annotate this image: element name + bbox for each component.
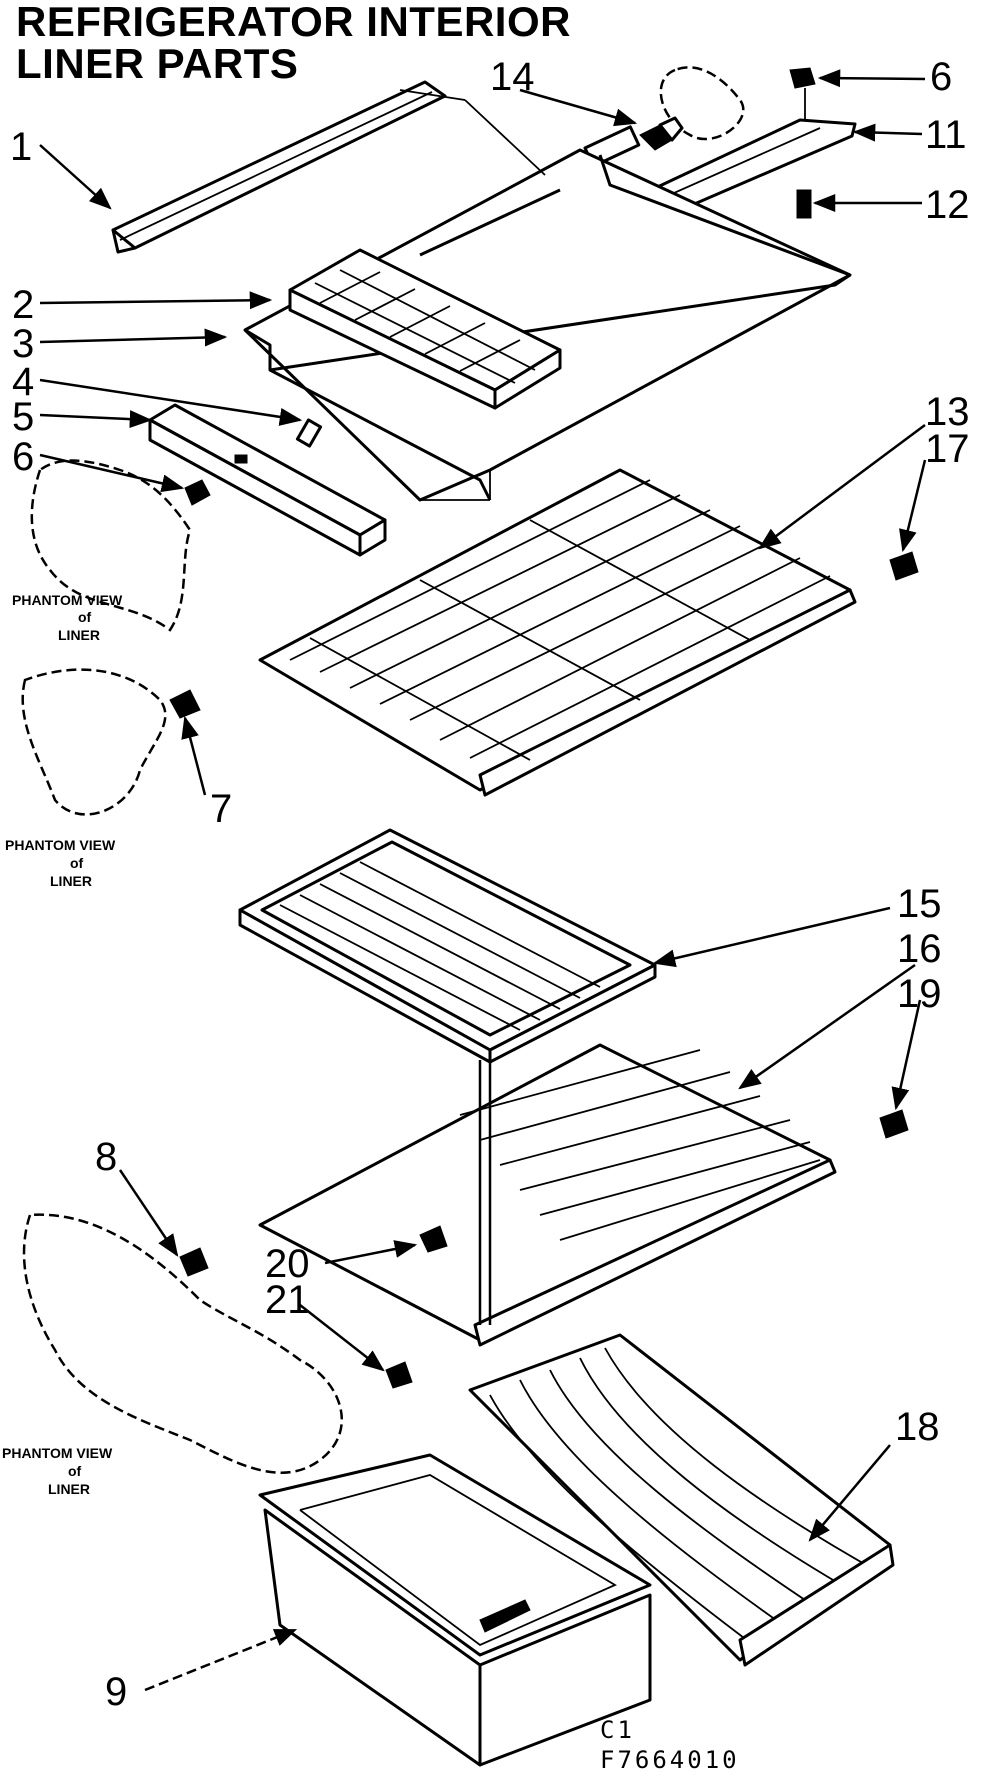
part-14-clip bbox=[639, 66, 745, 151]
phantom-liner-a bbox=[30, 459, 192, 632]
callout-17: 17 bbox=[925, 427, 970, 471]
part-12-screw bbox=[796, 189, 812, 219]
callout-6-left: 6 bbox=[12, 435, 34, 479]
part-6-clip-left bbox=[184, 479, 211, 506]
phantom-label-a-line1: PHANTOM VIEW bbox=[12, 592, 123, 608]
callout-labels: 1 2 3 4 5 6 7 8 9 14 6 11 12 13 17 15 16… bbox=[10, 55, 970, 1714]
phantom-label-b-line3: LINER bbox=[50, 873, 92, 889]
callout-20: 20 bbox=[265, 1242, 310, 1286]
callout-9: 9 bbox=[105, 1670, 127, 1714]
callout-12: 12 bbox=[925, 183, 970, 227]
callout-5: 5 bbox=[12, 395, 34, 439]
part-18-crisper-cover bbox=[468, 1333, 895, 1667]
part-19-clip bbox=[879, 1109, 909, 1139]
part-1-shelf-trim bbox=[111, 80, 447, 254]
callout-1: 1 bbox=[10, 125, 32, 169]
part-4-screw bbox=[295, 418, 323, 448]
diagram-title-line-1: REFRIGERATOR INTERIOR bbox=[16, 0, 571, 45]
part-5-shelf-support bbox=[148, 403, 387, 557]
callout-6-top: 6 bbox=[930, 55, 952, 99]
part-17-clip bbox=[889, 551, 919, 581]
drawing-reference: C1 F7664010 bbox=[600, 1716, 740, 1774]
part-15-glass-shelf bbox=[238, 828, 657, 1064]
part-20-clip bbox=[419, 1225, 448, 1253]
callout-4: 4 bbox=[12, 360, 34, 404]
part-8-clip bbox=[179, 1247, 209, 1277]
part-6-nut-top bbox=[789, 67, 816, 120]
callout-14: 14 bbox=[490, 55, 535, 99]
phantom-label-a-line2: of bbox=[78, 609, 92, 625]
phantom-liner-b bbox=[21, 668, 167, 816]
diagram-title-line-2: LINER PARTS bbox=[16, 40, 299, 87]
phantom-label-a-line3: LINER bbox=[58, 627, 100, 643]
phantom-label-c-line1: PHANTOM VIEW bbox=[2, 1445, 113, 1461]
part-2-ice-cube-tray bbox=[288, 248, 562, 410]
part-13-wire-shelf-upper bbox=[258, 468, 857, 797]
callout-8: 8 bbox=[95, 1135, 117, 1179]
callout-16: 16 bbox=[897, 927, 942, 971]
part-21-clip bbox=[385, 1361, 413, 1389]
phantom-label-c-line2: of bbox=[68, 1463, 82, 1479]
phantom-view-labels: PHANTOM VIEW of LINER PHANTOM VIEW of LI… bbox=[2, 592, 123, 1497]
part-9-crisper-drawer bbox=[258, 1453, 652, 1767]
callout-15: 15 bbox=[897, 882, 942, 926]
phantom-liner-c bbox=[22, 1213, 344, 1474]
callout-7: 7 bbox=[210, 787, 232, 831]
callout-19: 19 bbox=[897, 972, 942, 1016]
reference-code-line1: C1 bbox=[600, 1716, 635, 1744]
phantom-label-b-line1: PHANTOM VIEW bbox=[5, 837, 116, 853]
phantom-label-c-line3: LINER bbox=[48, 1481, 90, 1497]
callout-21: 21 bbox=[265, 1278, 310, 1322]
callout-18: 18 bbox=[895, 1405, 940, 1449]
callout-3: 3 bbox=[12, 322, 34, 366]
part-16-wire-shelf-lower bbox=[258, 1043, 837, 1347]
reference-code-line2: F7664010 bbox=[600, 1746, 740, 1774]
callout-11: 11 bbox=[925, 113, 967, 157]
leader-lines bbox=[39, 69, 927, 1692]
callout-13: 13 bbox=[925, 390, 970, 434]
callout-2: 2 bbox=[12, 283, 34, 327]
part-7-clip bbox=[169, 689, 201, 719]
phantom-label-b-line2: of bbox=[70, 855, 84, 871]
